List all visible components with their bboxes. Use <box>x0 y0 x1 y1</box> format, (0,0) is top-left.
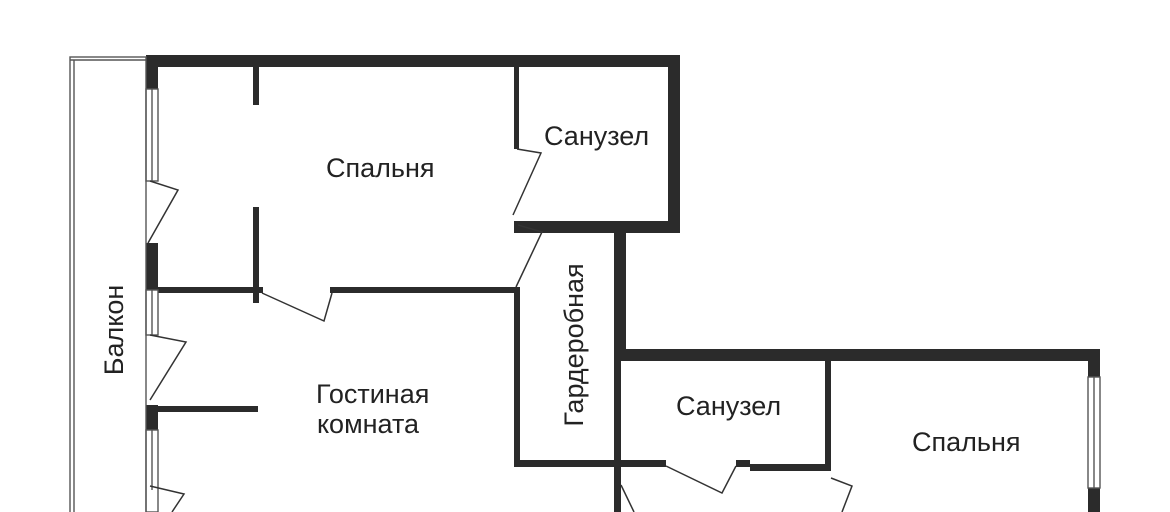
wall-bathroom-bottom-floor-step <box>750 464 831 471</box>
wall-wardrobe-right <box>614 221 626 361</box>
room-label-living-room-line2: комната <box>316 409 420 439</box>
room-label-balcony: Балкон <box>99 284 129 376</box>
room-label-wardrobe: Гардеробная <box>559 263 589 427</box>
wall-bedroom-bottom-left <box>158 287 263 293</box>
room-label-bedroom-right: Спальня <box>912 427 1021 457</box>
wall-bathroom-bottom-right <box>825 361 831 471</box>
balcony-outline <box>69 56 147 512</box>
wall-left-upper <box>146 55 158 89</box>
door-balcony-middle <box>149 334 188 401</box>
wall-bathroom-top-bottom <box>514 221 680 233</box>
door-balcony-upper <box>147 180 180 244</box>
room-label-living-room: Гостиная комната <box>316 379 430 439</box>
wall-bedroom-left-lower <box>253 207 259 303</box>
wall-wardrobe-left <box>514 287 520 467</box>
wall-bedroom-bottom-right <box>330 287 520 293</box>
door-balcony-lower <box>149 485 186 512</box>
walls <box>146 55 1100 512</box>
door-wardrobe <box>515 224 544 288</box>
door-lower-right <box>830 477 853 512</box>
door-bathroom-top <box>512 148 543 216</box>
room-label-bathroom-bottom: Санузел <box>676 391 782 421</box>
room-label-bathroom-top: Санузел <box>544 121 650 151</box>
wall-bathroom-bottom-top <box>614 349 1100 361</box>
wall-bathroom-top-left <box>514 67 519 149</box>
wall-bathroom-bottom-floor-right <box>736 460 750 467</box>
wall-wardrobe-bottom <box>514 460 626 467</box>
room-label-bedroom-top: Спальня <box>326 153 435 183</box>
wall-bathroom-top-right <box>668 55 680 233</box>
windows <box>69 56 1101 512</box>
wall-bathroom-bottom-left <box>614 361 621 512</box>
wall-top <box>146 55 680 67</box>
wall-bedroom-left-upper <box>253 67 259 105</box>
room-label-living-room-line1: Гостиная <box>316 379 430 409</box>
door-bathroom-bottom <box>665 465 737 494</box>
door-bedroom <box>261 292 333 323</box>
wall-left-mid <box>146 243 158 290</box>
door-lower-left <box>620 484 635 512</box>
wall-living-stub <box>158 406 258 412</box>
wall-right-upper <box>1088 349 1100 377</box>
wall-right-lower <box>1088 488 1100 512</box>
doors <box>147 148 853 512</box>
wall-left-lower <box>146 405 158 430</box>
wall-bathroom-bottom-floor-left <box>621 460 666 467</box>
